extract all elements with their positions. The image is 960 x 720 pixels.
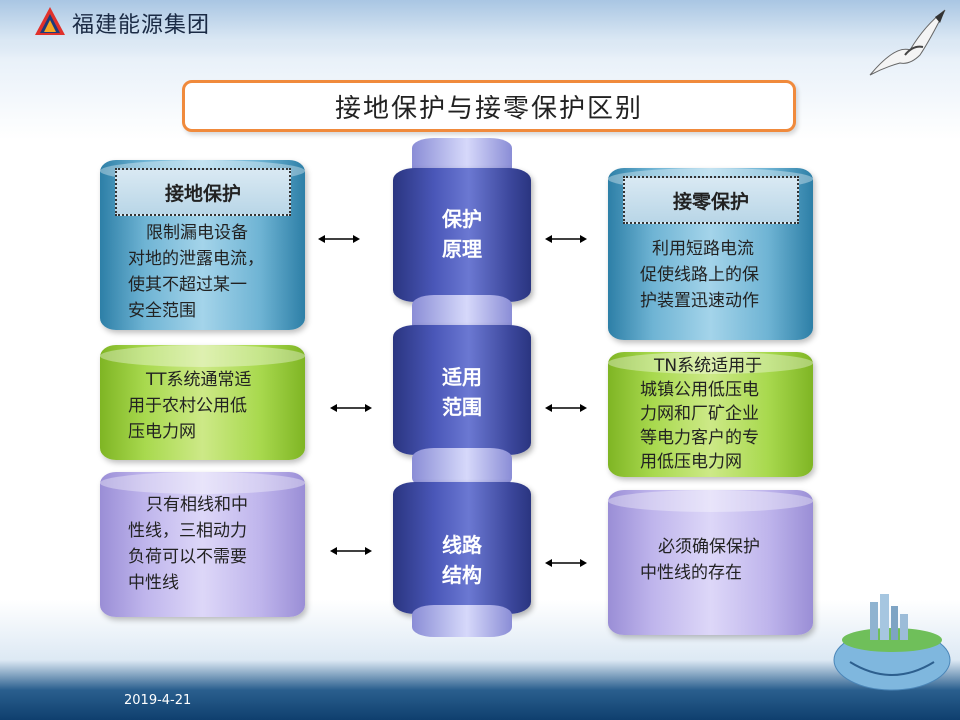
pillar-block-principle bbox=[393, 168, 531, 302]
double-arrow-icon bbox=[330, 404, 372, 412]
pillar-connector-2 bbox=[412, 448, 512, 488]
left-structure-box: 只有相线和中 性线，三相动力 负荷可以不需要 中性线 bbox=[100, 472, 305, 617]
page-title: 接地保护与接零保护区别 bbox=[334, 93, 643, 124]
pillar-label-principle: 保护原理 bbox=[442, 207, 482, 261]
double-arrow-icon bbox=[545, 235, 587, 243]
right-structure-text: 必须确保保护 中性线的存在 bbox=[640, 537, 760, 583]
neutral-protection-label: 接零保护 bbox=[623, 176, 799, 224]
pillar-block-structure bbox=[393, 482, 531, 614]
seagull-icon bbox=[869, 9, 946, 76]
city-globe-icon bbox=[833, 594, 951, 691]
company-logo-icon bbox=[35, 7, 65, 35]
left-structure-text: 只有相线和中 性线，三相动力 负荷可以不需要 中性线 bbox=[128, 495, 248, 593]
double-arrow-icon bbox=[545, 404, 587, 412]
footer-date: 2019-4-21 bbox=[124, 693, 192, 708]
title-box: 接地保护与接零保护区别 bbox=[182, 80, 796, 132]
right-scope-box: TN系统适用于 城镇公用低压电 力网和厂矿企业 等电力客户的专 用低压电力网 bbox=[608, 352, 813, 477]
left-scope-box: TT系统通常适 用于农村公用低 压电力网 bbox=[100, 345, 305, 460]
double-arrow-icon bbox=[318, 235, 360, 243]
grounding-protection-label: 接地保护 bbox=[115, 168, 291, 216]
header-band bbox=[0, 0, 960, 58]
pillar-block-scope bbox=[393, 325, 531, 455]
left-scope-text: TT系统通常适 用于农村公用低 压电力网 bbox=[128, 370, 252, 442]
company-name: 福建能源集团 bbox=[72, 13, 211, 38]
pillar-bottom-cap bbox=[412, 605, 512, 637]
pillar-label-scope: 适用范围 bbox=[442, 365, 482, 419]
left-principle-text: 限制漏电设备 对地的泄露电流， 使其不超过某一 安全范围 bbox=[128, 223, 264, 321]
right-scope-text: TN系统适用于 城镇公用低压电 力网和厂矿企业 等电力客户的专 用低压电力网 bbox=[640, 356, 763, 472]
right-principle-box: 接零保护 利用短路电流 促使线路上的保 护装置迅速动作 bbox=[608, 168, 813, 340]
double-arrow-icon bbox=[330, 547, 372, 555]
right-structure-box: 必须确保保护 中性线的存在 bbox=[608, 490, 813, 635]
left-principle-box: 接地保护 限制漏电设备 对地的泄露电流， 使其不超过某一 安全范围 bbox=[100, 160, 305, 330]
double-arrow-icon bbox=[545, 559, 587, 567]
right-principle-text: 利用短路电流 促使线路上的保 护装置迅速动作 bbox=[640, 239, 759, 311]
pillar-label-structure: 线路结构 bbox=[442, 533, 482, 587]
